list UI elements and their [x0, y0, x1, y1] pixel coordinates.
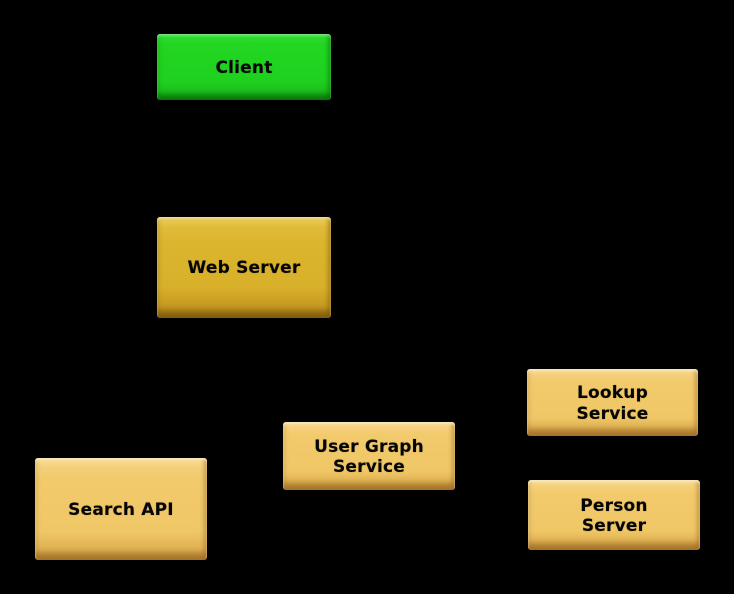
- node-user-graph-service-label: User Graph Service: [314, 436, 424, 477]
- node-client: Client: [157, 34, 331, 100]
- node-user-graph-service: User Graph Service: [283, 422, 455, 490]
- node-web-server: Web Server: [157, 217, 331, 318]
- node-person-server-label: Person Server: [580, 495, 648, 536]
- node-lookup-service: Lookup Service: [527, 369, 698, 436]
- node-person-server: Person Server: [528, 480, 700, 550]
- node-web-server-label: Web Server: [187, 258, 301, 279]
- node-search-api: Search API: [35, 458, 207, 560]
- node-search-api-label: Search API: [68, 499, 174, 520]
- node-client-label: Client: [215, 57, 273, 78]
- node-lookup-service-label: Lookup Service: [576, 383, 649, 424]
